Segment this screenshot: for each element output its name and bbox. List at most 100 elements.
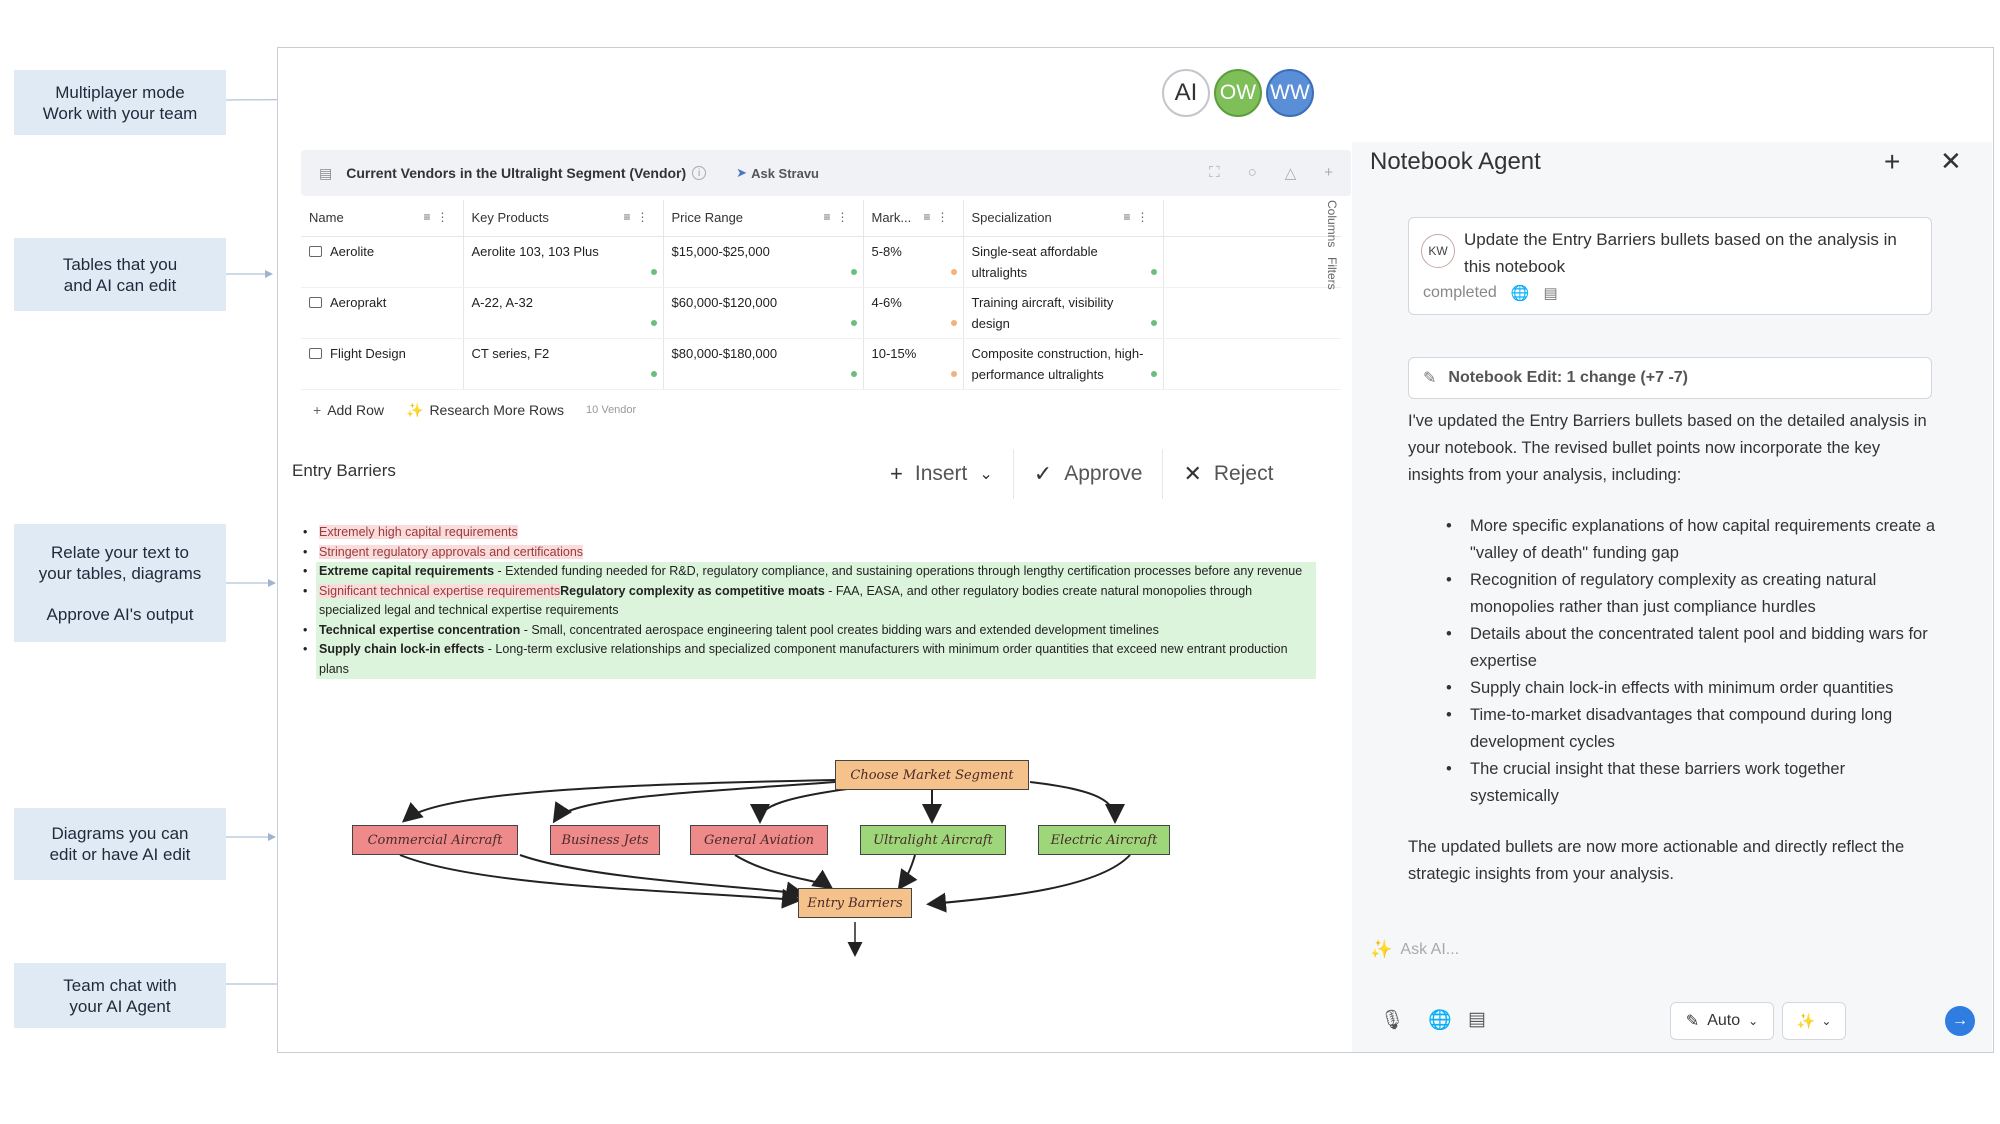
- chat-toolbar: 🎙 🌐 ▤ ✎ Auto ⌄ ✨ ⌄ →: [1380, 1002, 1980, 1042]
- status-dot: [950, 268, 957, 275]
- entry-barriers-bullets[interactable]: Extremely high capital requirements Stri…: [303, 523, 1316, 679]
- agent-title: Notebook Agent: [1370, 148, 1541, 175]
- cell-price[interactable]: $80,000-$180,000: [663, 338, 864, 390]
- cell-name[interactable]: Aerolite: [301, 236, 464, 288]
- notebook-icon[interactable]: ▤: [1543, 285, 1558, 302]
- column-header-name[interactable]: Name≡⋮: [301, 200, 464, 237]
- sparkle-icon: ✨: [1796, 1013, 1816, 1030]
- cell-name[interactable]: Aeroprakt: [301, 287, 464, 339]
- edge: [399, 854, 802, 909]
- cell-spec[interactable]: Composite construction, high-performance…: [963, 338, 1164, 390]
- filter-icon[interactable]: ≡⋮: [623, 210, 655, 225]
- cell-market[interactable]: 4-6%: [863, 287, 964, 339]
- status-dot: [950, 319, 957, 326]
- cell-products[interactable]: A-22, A-32: [463, 287, 664, 339]
- callout-line: Diagrams you can: [51, 824, 189, 843]
- node-segment[interactable]: Ultralight Aircraft: [860, 825, 1006, 855]
- node-segment[interactable]: General Aviation: [690, 825, 828, 855]
- new-chat-icon[interactable]: +: [1884, 146, 1901, 177]
- sparkle-icon: ✨: [1370, 939, 1393, 959]
- triangle-icon[interactable]: △: [1284, 165, 1297, 182]
- column-header-key-products[interactable]: Key Products≡⋮: [463, 200, 664, 237]
- globe-icon[interactable]: 🌐: [1428, 1010, 1452, 1031]
- message-status: completed 🌐 ▤: [1423, 284, 1558, 302]
- list-item: Recognition of regulatory complexity as …: [1446, 567, 1938, 621]
- bullet-deleted[interactable]: Stringent regulatory approvals and certi…: [303, 543, 1316, 563]
- node-segment[interactable]: Electric Aircraft: [1038, 825, 1170, 855]
- expand-icon[interactable]: ⛶: [1209, 164, 1220, 181]
- column-header-price-range[interactable]: Price Range≡⋮: [663, 200, 864, 237]
- record-icon[interactable]: [309, 347, 322, 359]
- avatar-ai[interactable]: AI: [1162, 69, 1210, 117]
- status-dot: [1150, 370, 1157, 377]
- mode-select[interactable]: ✎ Auto ⌄: [1670, 1002, 1774, 1040]
- bullet-inserted[interactable]: Technical expertise concentration - Smal…: [303, 620, 1316, 640]
- avatar-ww[interactable]: WW: [1266, 69, 1314, 117]
- status-dot: [1150, 319, 1157, 326]
- table-side-rail: Columns Filters: [1321, 200, 1343, 375]
- ask-ai-input[interactable]: ✨ Ask AI...: [1370, 939, 1459, 960]
- reject-button[interactable]: ✕ Reject: [1183, 461, 1274, 486]
- close-icon[interactable]: ✕: [1940, 146, 1962, 176]
- filter-icon[interactable]: ≡⋮: [923, 210, 955, 225]
- filter-icon[interactable]: ≡⋮: [1123, 210, 1155, 225]
- filter-icon[interactable]: ≡⋮: [423, 210, 455, 225]
- ask-stravu-icon[interactable]: ➤: [736, 165, 748, 180]
- add-icon[interactable]: +: [1324, 164, 1333, 181]
- cell-products[interactable]: CT series, F2: [463, 338, 664, 390]
- research-rows-button[interactable]: ✨Research More Rows: [406, 401, 565, 418]
- cell-spec[interactable]: Training aircraft, visibility design: [963, 287, 1164, 339]
- cell-products[interactable]: Aerolite 103, 103 Plus: [463, 236, 664, 288]
- record-icon[interactable]: [309, 245, 322, 257]
- bullet-inserted[interactable]: Supply chain lock-in effects - Long-term…: [303, 640, 1316, 679]
- section-title: Entry Barriers: [292, 461, 396, 480]
- info-icon[interactable]: i: [692, 166, 707, 180]
- cell-price[interactable]: $60,000-$120,000: [663, 287, 864, 339]
- cell-market[interactable]: 10-15%: [863, 338, 964, 390]
- flow-diagram[interactable]: Choose Market Segment Commercial Aircraf…: [340, 752, 1190, 962]
- notebook-icon[interactable]: ▤: [1468, 1009, 1486, 1030]
- cell-name[interactable]: Flight Design: [301, 338, 464, 390]
- reply-outro: The updated bullets are now more actiona…: [1408, 838, 1905, 883]
- status-dot: [650, 319, 657, 326]
- status-dot: [650, 370, 657, 377]
- circle-icon[interactable]: ○: [1247, 164, 1257, 181]
- bullet-deleted[interactable]: Extremely high capital requirements: [303, 523, 1316, 543]
- review-toolbar: + Insert ⌄ ✓ Approve ✕ Reject: [870, 449, 1350, 499]
- send-button[interactable]: →: [1945, 1006, 1975, 1036]
- callout-line: edit or have AI edit: [49, 845, 191, 864]
- node-segment[interactable]: Business Jets: [550, 825, 660, 855]
- columns-toggle[interactable]: Columns: [1325, 200, 1339, 248]
- callout-line: and AI can edit: [63, 275, 177, 295]
- insert-button[interactable]: + Insert ⌄: [870, 449, 1014, 499]
- callout-multiplayer: Multiplayer mode Work with your team: [14, 70, 226, 135]
- approve-button[interactable]: ✓ Approve: [1014, 449, 1164, 499]
- filter-icon[interactable]: ≡⋮: [823, 210, 855, 225]
- node-sink[interactable]: Entry Barriers: [798, 888, 912, 918]
- ask-stravu-button[interactable]: Ask Stravu: [751, 165, 819, 181]
- cell-spec[interactable]: Single-seat affordable ultralights: [963, 236, 1164, 288]
- callout-line: Work with your team: [42, 103, 198, 123]
- bullet-mixed[interactable]: Significant technical expertise requirem…: [303, 581, 1316, 621]
- user-message-card[interactable]: KW Update the Entry Barriers bullets bas…: [1408, 217, 1932, 315]
- filters-toggle[interactable]: Filters: [1325, 257, 1339, 291]
- node-root[interactable]: Choose Market Segment: [835, 760, 1029, 790]
- cell-price[interactable]: $15,000-$25,000: [663, 236, 864, 288]
- column-header-market[interactable]: Mark...≡⋮: [863, 200, 964, 237]
- avatar-ow[interactable]: OW: [1214, 69, 1262, 117]
- chevron-down-icon: ⌄: [979, 466, 993, 483]
- node-segment[interactable]: Commercial Aircraft: [352, 825, 518, 855]
- notebook-edit-summary[interactable]: ✎ Notebook Edit: 1 change (+7 -7): [1408, 357, 1932, 399]
- list-item: Details about the concentrated talent po…: [1446, 621, 1938, 675]
- add-row-button[interactable]: +Add Row: [313, 402, 384, 418]
- microphone-icon[interactable]: 🎙: [1380, 1010, 1405, 1031]
- column-header-specialization[interactable]: Specialization≡⋮: [963, 200, 1164, 237]
- bullet-inserted[interactable]: Extreme capital requirements - Extended …: [303, 562, 1316, 582]
- ai-tools-select[interactable]: ✨ ⌄: [1782, 1002, 1846, 1040]
- table-row: Aeroprakt A-22, A-32 $60,000-$120,000 4-…: [301, 287, 1341, 339]
- record-icon[interactable]: [309, 296, 322, 308]
- edge: [401, 779, 836, 823]
- globe-icon[interactable]: 🌐: [1510, 285, 1530, 302]
- cell-market[interactable]: 5-8%: [863, 236, 964, 288]
- status-dot: [1150, 268, 1157, 275]
